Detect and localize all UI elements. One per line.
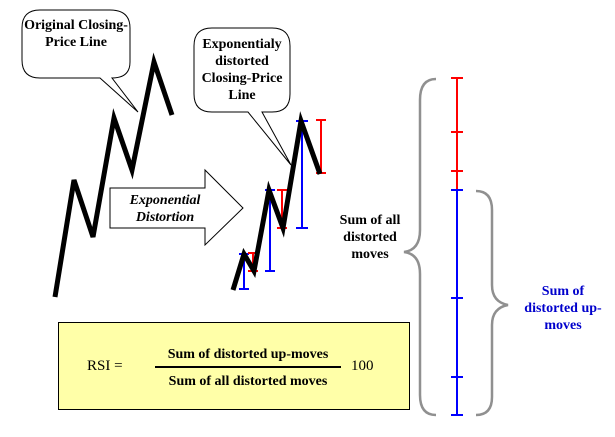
arrow-label: Exponential Distortion: [129, 193, 201, 225]
distorted-price-line: [230, 111, 323, 291]
rsi-formula-box: RSI = Sum of distorted up-moves Sum of a…: [58, 322, 410, 410]
sum-up-label: Sum of distorted up-moves: [524, 284, 602, 333]
stacked-blue-ticks: [451, 189, 463, 416]
formula-numerator: Sum of distorted up-moves: [167, 347, 329, 362]
callout-original-bubble: [21, 9, 139, 113]
sum-all-label: Sum of all distorted moves: [339, 213, 401, 262]
callout-original-text: Original Closing-Price Line: [24, 18, 128, 50]
callout-distorted-text: Exponentialy distorted Closing-Price Lin…: [201, 37, 283, 103]
formula-denominator: Sum of all distorted moves: [168, 374, 328, 389]
brace-all-moves: [403, 77, 437, 417]
distortion-arrow: [109, 168, 244, 247]
fraction-bar: [155, 366, 341, 368]
original-price-line: [52, 52, 175, 298]
stacked-red-ticks: [451, 77, 463, 172]
formula-multiplier: 100: [351, 358, 374, 374]
formula-lhs: RSI =: [87, 358, 123, 374]
brace-up-moves: [475, 189, 509, 417]
callout-distorted-bubble: [193, 27, 292, 166]
